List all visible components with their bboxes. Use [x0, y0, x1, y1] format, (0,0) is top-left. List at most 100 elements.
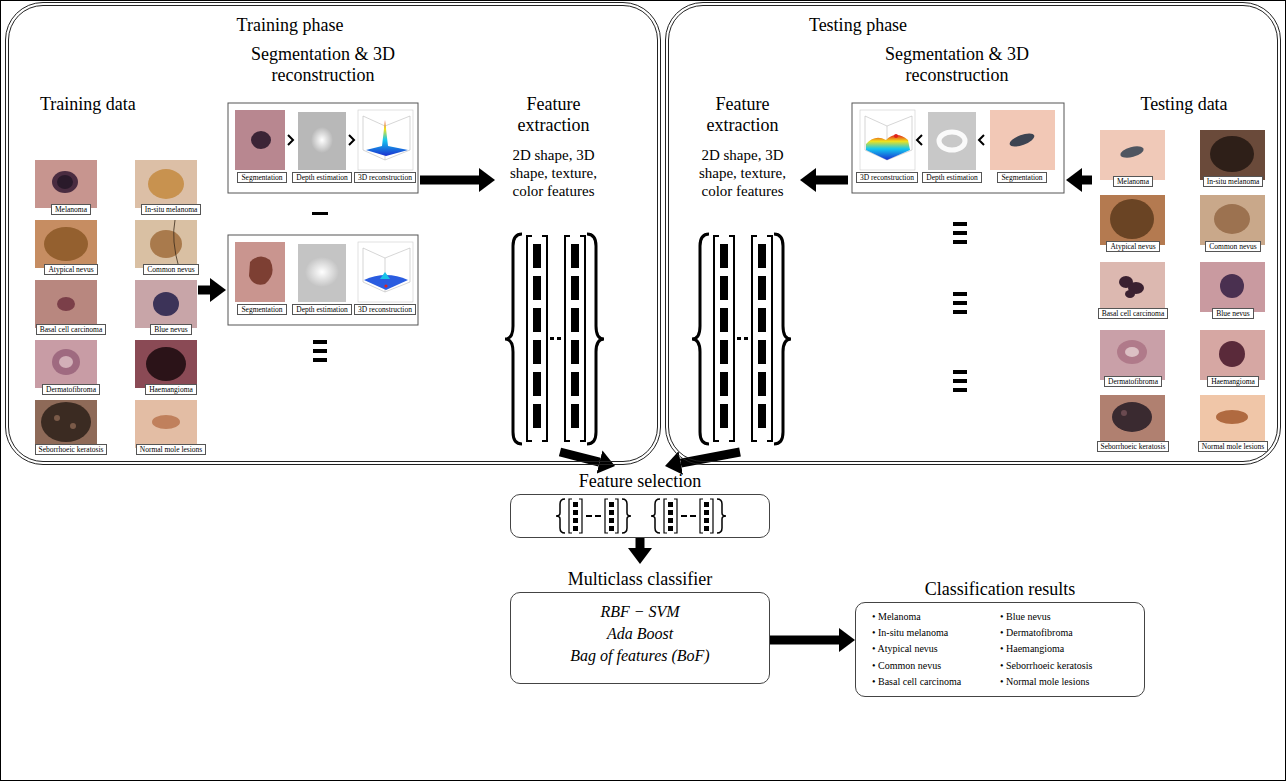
lesion-image [35, 400, 97, 448]
column-group: Testing dataMelanomaIn-situ melanomaAtyp… [1092, 90, 1276, 458]
feature-vectors [556, 499, 631, 533]
panel-title: Training phase [237, 14, 344, 36]
group-body: 2D shape, 3D shape, texture, color featu… [495, 146, 612, 200]
depth-image [305, 257, 339, 287]
3d-plot [860, 110, 915, 170]
image-caption: Basal cell carcinoma [1098, 308, 1168, 319]
lesion-image [148, 169, 184, 199]
caption-label: Depth estimation [296, 305, 347, 314]
box-heading: Classification results [855, 578, 1145, 600]
image-caption: Blue nevus [150, 324, 192, 335]
box-frame: • Melanoma• In-situ melanoma• Atypical n… [855, 602, 1145, 697]
caption-label: Blue nevus [154, 325, 188, 334]
lesion-image [152, 415, 180, 429]
lesion-image [135, 160, 197, 208]
process-box: Classification results• Melanoma• In-sit… [855, 574, 1145, 697]
flow-arrow [636, 538, 645, 548]
lesion-image [146, 347, 186, 381]
continuation-mark [953, 292, 967, 296]
lesion-image [1216, 410, 1248, 424]
process-box: Multiclass classifierRBF − SVMAda BoostB… [510, 564, 770, 684]
lesion-image [1100, 330, 1165, 380]
flow-arrow [1082, 176, 1092, 185]
box-line: • Seborrhoeic keratosis [1000, 658, 1128, 674]
depth-image [928, 112, 976, 170]
continuation-mark [313, 340, 327, 344]
continuation-mark [312, 212, 328, 215]
lesion-image [1125, 347, 1139, 357]
lesion-image [1219, 341, 1245, 367]
3d-plot [866, 135, 910, 160]
flow-arrow [198, 286, 210, 295]
image-caption: Basal cell carcinoma [36, 324, 106, 335]
lesion-image [1200, 330, 1265, 380]
continuation-mark [953, 379, 967, 383]
caption-label: Common nevus [147, 265, 194, 274]
lesion-image [35, 280, 97, 328]
segmentation-image [235, 242, 285, 302]
3d-plot [366, 120, 408, 156]
caption-label: 3D reconstruction [358, 173, 412, 182]
flow-arrow [770, 636, 839, 645]
box-line: • Common nevus [872, 658, 1000, 674]
flow-arrow [560, 452, 599, 462]
depth-image [939, 132, 965, 150]
image-caption: Segmentation [997, 172, 1046, 183]
3d-plot [860, 110, 915, 170]
lesion-image [1200, 330, 1265, 380]
box-frame: RBF − SVMAda BoostBag of features (BoF) [510, 592, 770, 684]
lesion-image [135, 160, 197, 208]
connector-layer [198, 180, 1092, 640]
caption-label: Haemangioma [1211, 377, 1255, 386]
lesion-image [135, 340, 197, 388]
depth-image [311, 127, 333, 153]
lesion-image [1100, 195, 1165, 245]
segmentation-image [990, 110, 1055, 170]
phase-panel: Testing phaseFeature extraction2D shape,… [665, 2, 1281, 465]
caption-label: Common nevus [1209, 242, 1256, 251]
image-caption: Normal mole lesions [1198, 441, 1269, 452]
caption-label: Haemangioma [149, 385, 193, 394]
image-caption: Segmentation [237, 172, 286, 183]
caption-label: Normal mole lesions [140, 445, 203, 454]
continuation-mark [953, 310, 967, 314]
box-line: • Melanoma [872, 609, 1000, 625]
segmentation-image [249, 256, 273, 284]
lesion-image [1214, 204, 1250, 234]
feature-vectors [505, 234, 791, 533]
caption-label: Atypical nevus [48, 265, 93, 274]
continuation-mark [313, 349, 327, 353]
lesion-image [1200, 130, 1265, 180]
lesion-image [1200, 195, 1265, 245]
caption-label: 3D reconstruction [358, 305, 412, 314]
column-group: Segmentation & 3D reconstruction3D recon… [848, 40, 1066, 410]
lesion-image [35, 160, 97, 208]
lesion-image [54, 415, 60, 421]
continuation-mark [953, 388, 967, 392]
lesion-image [1117, 340, 1147, 364]
segmentation-image [251, 131, 271, 149]
image-caption: Common nevus [1205, 241, 1260, 252]
lesion-image [35, 130, 1265, 448]
lesion-image [135, 340, 197, 388]
step-chevron [288, 135, 293, 145]
lesion-image [135, 220, 197, 268]
lesion-image [35, 340, 97, 388]
segmentation-image [235, 242, 285, 302]
3d-plot [894, 134, 898, 138]
3d-plot [358, 242, 413, 302]
lesion-image [1119, 144, 1145, 160]
continuation-mark [953, 240, 967, 244]
lesion-image [1200, 195, 1265, 245]
image-caption: Atypical nevus [44, 264, 97, 275]
box-line: • In-situ melanoma [872, 625, 1000, 641]
lesion-image [1100, 330, 1165, 380]
image-caption: Melanoma [1113, 176, 1153, 187]
pipeline-box [228, 103, 1064, 325]
lesion-image [135, 400, 197, 448]
lesion-image [135, 220, 197, 268]
caption-label: In-situ melanoma [1207, 177, 1260, 186]
lesion-image [174, 220, 179, 268]
column-group: Feature extraction2D shape, 3D shape, te… [495, 90, 612, 452]
